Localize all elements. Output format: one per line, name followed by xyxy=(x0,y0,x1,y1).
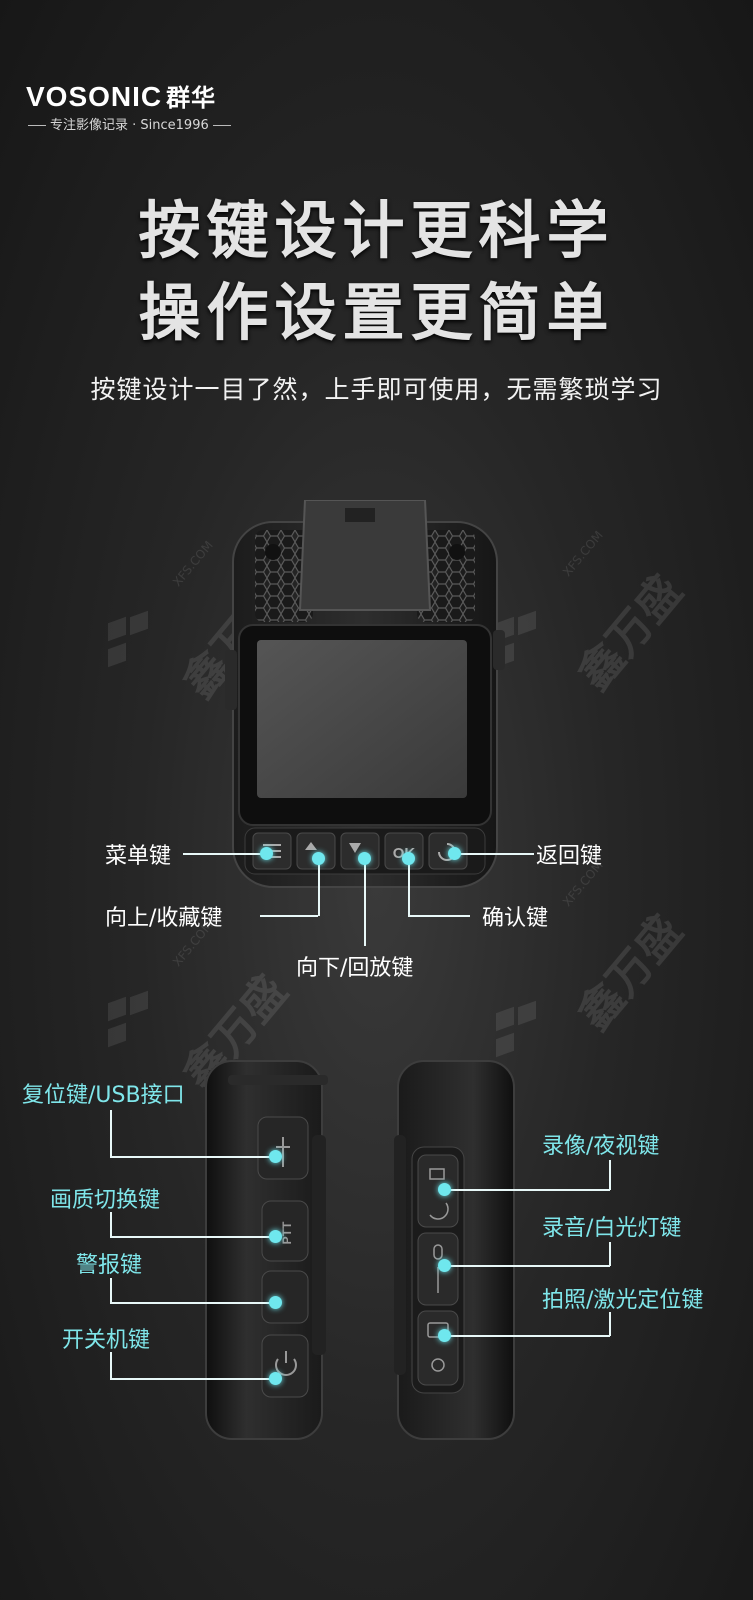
leader-down xyxy=(364,858,366,946)
hotspot-audio-light[interactable] xyxy=(438,1259,451,1272)
hotspot-confirm-key[interactable] xyxy=(402,852,415,865)
left-side-camera-illustration: PTT xyxy=(205,1060,328,1440)
up-star-icon xyxy=(305,842,317,850)
leader-audio xyxy=(444,1265,610,1267)
label-up-favorite-key: 向上/收藏键 xyxy=(105,906,223,931)
watermark-mark xyxy=(108,642,126,668)
power-icon xyxy=(275,1351,297,1376)
label-reset-usb: 复位键/USB接口 xyxy=(22,1083,185,1108)
leader-record xyxy=(444,1189,610,1191)
leader-quality-v xyxy=(110,1212,112,1236)
leader-menu xyxy=(183,853,265,855)
brand-name: VOSONIC xyxy=(26,81,163,112)
leader-record-v xyxy=(609,1160,611,1190)
leader-quality xyxy=(110,1236,274,1238)
hotspot-quality-switch[interactable] xyxy=(269,1230,282,1243)
watermark-mark xyxy=(496,1032,514,1058)
watermark-mark xyxy=(108,1022,126,1048)
leader-back xyxy=(454,853,534,855)
subtitle: 按键设计一目了然，上手即可使用，无需繁琐学习 xyxy=(90,375,663,404)
video-icon xyxy=(429,1168,449,1220)
label-audio-light: 录音/白光灯键 xyxy=(542,1216,682,1241)
watermark-mark xyxy=(108,996,126,1022)
label-power-key: 开关机键 xyxy=(62,1328,151,1353)
label-menu-key: 菜单键 xyxy=(105,844,172,869)
hotspot-photo-laser[interactable] xyxy=(438,1329,451,1342)
leader-power xyxy=(110,1378,274,1380)
hotspot-menu-key[interactable] xyxy=(260,847,273,860)
label-confirm-key: 确认键 xyxy=(482,906,549,931)
leader-alarm xyxy=(110,1302,274,1304)
watermark-mark xyxy=(108,616,126,642)
watermark-mark xyxy=(518,1000,536,1026)
down-play-icon xyxy=(349,843,361,853)
tagline-text: 专注影像记录 · Since1996 xyxy=(50,118,209,133)
hotspot-down-key[interactable] xyxy=(358,852,371,865)
hotspot-back-key[interactable] xyxy=(448,847,461,860)
hotspot-record-night[interactable] xyxy=(438,1183,451,1196)
hotspot-power-key[interactable] xyxy=(269,1372,282,1385)
microphone-icon xyxy=(433,1244,443,1293)
leader-photo xyxy=(444,1335,610,1337)
hotspot-up-key[interactable] xyxy=(312,852,325,865)
leader-ok-v xyxy=(408,858,410,916)
front-camera-illustration: OK xyxy=(225,500,505,888)
hotspot-reset-usb[interactable] xyxy=(269,1150,282,1163)
brand-name-cn: 群华 xyxy=(166,84,217,112)
leader-alarm-v xyxy=(110,1278,112,1302)
label-down-playback-key: 向下/回放键 xyxy=(296,956,414,981)
leader-photo-v xyxy=(609,1312,611,1336)
ptt-glyph: PTT xyxy=(280,1221,294,1244)
leader-audio-v xyxy=(609,1242,611,1266)
watermark-text: 鑫万盛 xyxy=(568,565,693,700)
leader-reset xyxy=(110,1156,274,1158)
headline-line-2: 操作设置更简单 xyxy=(138,276,615,349)
brand-tagline: 专注影像记录 · Since1996 xyxy=(24,114,235,133)
watermark-mark xyxy=(130,990,148,1016)
leader-up-v xyxy=(318,858,320,916)
label-back-key: 返回键 xyxy=(536,844,603,869)
watermark-mark xyxy=(496,1006,514,1032)
watermark-text: 鑫万盛 xyxy=(568,905,693,1040)
label-alarm-key: 警报键 xyxy=(76,1253,143,1278)
leader-up xyxy=(260,915,318,917)
leader-ok xyxy=(408,915,470,917)
usb-icon xyxy=(276,1137,290,1167)
hotspot-alarm-key[interactable] xyxy=(269,1296,282,1309)
watermark-mark xyxy=(130,610,148,636)
watermark-mark xyxy=(518,610,536,636)
watermark-latin: XFS.COM xyxy=(560,528,606,579)
headline-line-1: 按键设计更科学 xyxy=(138,194,615,267)
label-record-night: 录像/夜视键 xyxy=(542,1134,660,1159)
label-photo-laser: 拍照/激光定位键 xyxy=(542,1288,704,1313)
right-side-camera-illustration xyxy=(394,1060,515,1440)
label-quality-switch: 画质切换键 xyxy=(50,1188,161,1213)
leader-power-v xyxy=(110,1352,112,1378)
leader-reset-v xyxy=(110,1110,112,1156)
watermark-latin: XFS.COM xyxy=(170,538,216,589)
